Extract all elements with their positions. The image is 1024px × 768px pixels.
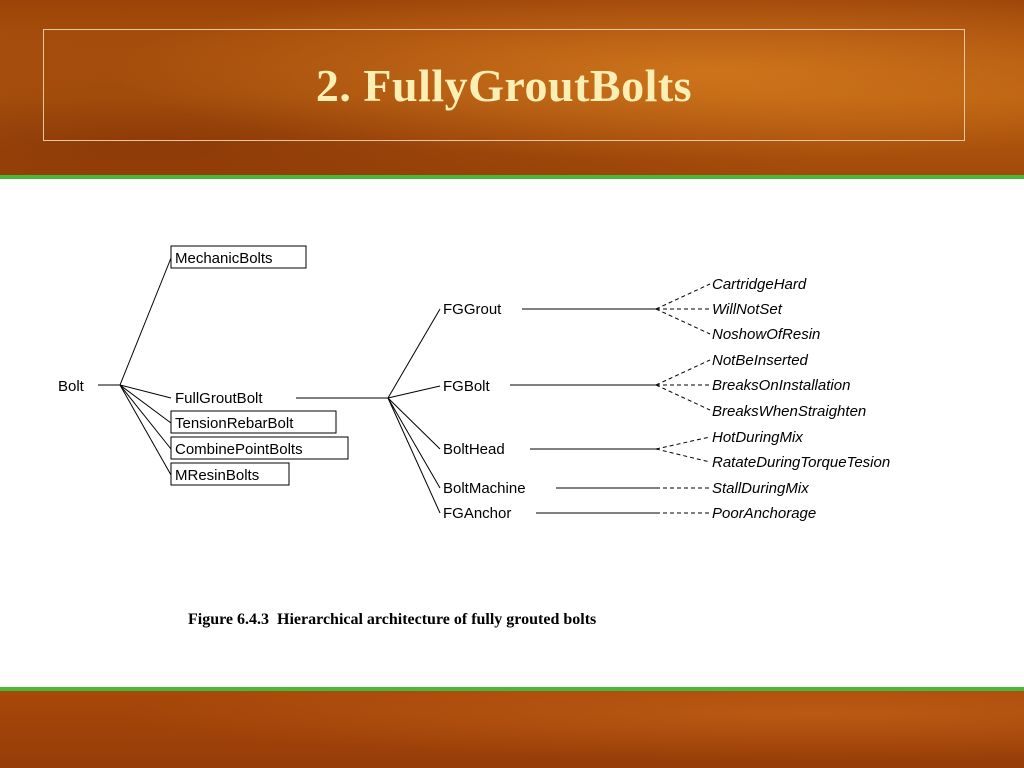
leaf-notbeinserted: NotBeInserted	[712, 352, 809, 369]
node-bolthead: BoltHead	[443, 441, 505, 458]
box-tensionrebarbolt	[170, 410, 337, 434]
leaf-hotduringmix: HotDuringMix	[712, 429, 803, 446]
leaf-breakswhenstraighten: BreaksWhenStraighten	[712, 403, 866, 420]
edge-bolt-fullgroutbolt	[119, 384, 172, 399]
leaf-breaksoninstallation: BreaksOnInstallation	[712, 377, 850, 394]
slide-title: 2. FullyGroutBolts	[315, 59, 693, 111]
edge-fgbolt-breakswhenstraighten	[655, 384, 711, 411]
edge-bolthead-ratateduringtorquetesion	[655, 448, 711, 463]
edge-bolt-mresinbolts	[119, 384, 172, 476]
edge-fggrout-noshowofresin	[655, 308, 711, 335]
title-frame: 2. FullyGroutBolts	[43, 29, 965, 141]
node-mresinbolts: MResinBolts	[175, 467, 259, 484]
leaf-willnotset: WillNotSet	[712, 301, 783, 318]
box-mresinbolts	[170, 462, 290, 486]
leaf-ratateduringtorquetesion: RatateDuringTorqueTesion	[712, 454, 890, 471]
leaf-pooranchorage: PoorAnchorage	[712, 505, 816, 522]
edge-bolt-combinepointbolts	[119, 384, 172, 450]
edge-fgbolt-notbeinserted	[655, 359, 711, 386]
node-tensionrebarbolt: TensionRebarBolt	[175, 415, 294, 432]
edge-fullgroutbolt-fgbolt	[387, 385, 441, 399]
edge-fullgroutbolt-fggrout	[387, 308, 441, 399]
leaf-cartridgehard: CartridgeHard	[712, 276, 807, 293]
figure-caption: Figure 6.4.3 Hierarchical architecture o…	[188, 611, 596, 628]
diagram-panel: Bolt MechanicBolts FullGroutBolt Tension…	[0, 179, 1024, 688]
box-combinepointbolts	[170, 436, 349, 460]
node-combinepointbolts: CombinePointBolts	[175, 441, 303, 458]
leaf-noshowofresin: NoshowOfResin	[712, 326, 820, 343]
footer-background	[0, 691, 1024, 768]
bottom-accent-line	[0, 687, 1024, 691]
top-accent-line	[0, 175, 1024, 179]
edge-fullgroutbolt-bolthead	[387, 397, 441, 450]
edge-bolt-tensionrebarbolt	[119, 384, 172, 424]
node-boltmachine: BoltMachine	[443, 480, 526, 497]
node-mechanicbolts: MechanicBolts	[175, 250, 273, 267]
edge-bolthead-hotduringmix	[655, 436, 711, 450]
node-fullgroutbolt: FullGroutBolt	[175, 390, 263, 407]
edge-fullgroutbolt-boltmachine	[387, 397, 441, 489]
edge-bolt-mechanicbolts	[119, 257, 172, 386]
hierarchy-diagram: Bolt MechanicBolts FullGroutBolt Tension…	[58, 245, 890, 628]
node-fggrout: FGGrout	[443, 301, 502, 318]
box-mechanicbolts	[170, 245, 307, 269]
node-bolt: Bolt	[58, 378, 85, 395]
node-fganchor: FGAnchor	[443, 505, 511, 522]
leaf-stallduringmix: StallDuringMix	[712, 480, 809, 497]
edge-fggrout-cartridgehard	[655, 283, 711, 310]
node-fgbolt: FGBolt	[443, 378, 491, 395]
edge-fullgroutbolt-fganchor	[387, 397, 441, 514]
